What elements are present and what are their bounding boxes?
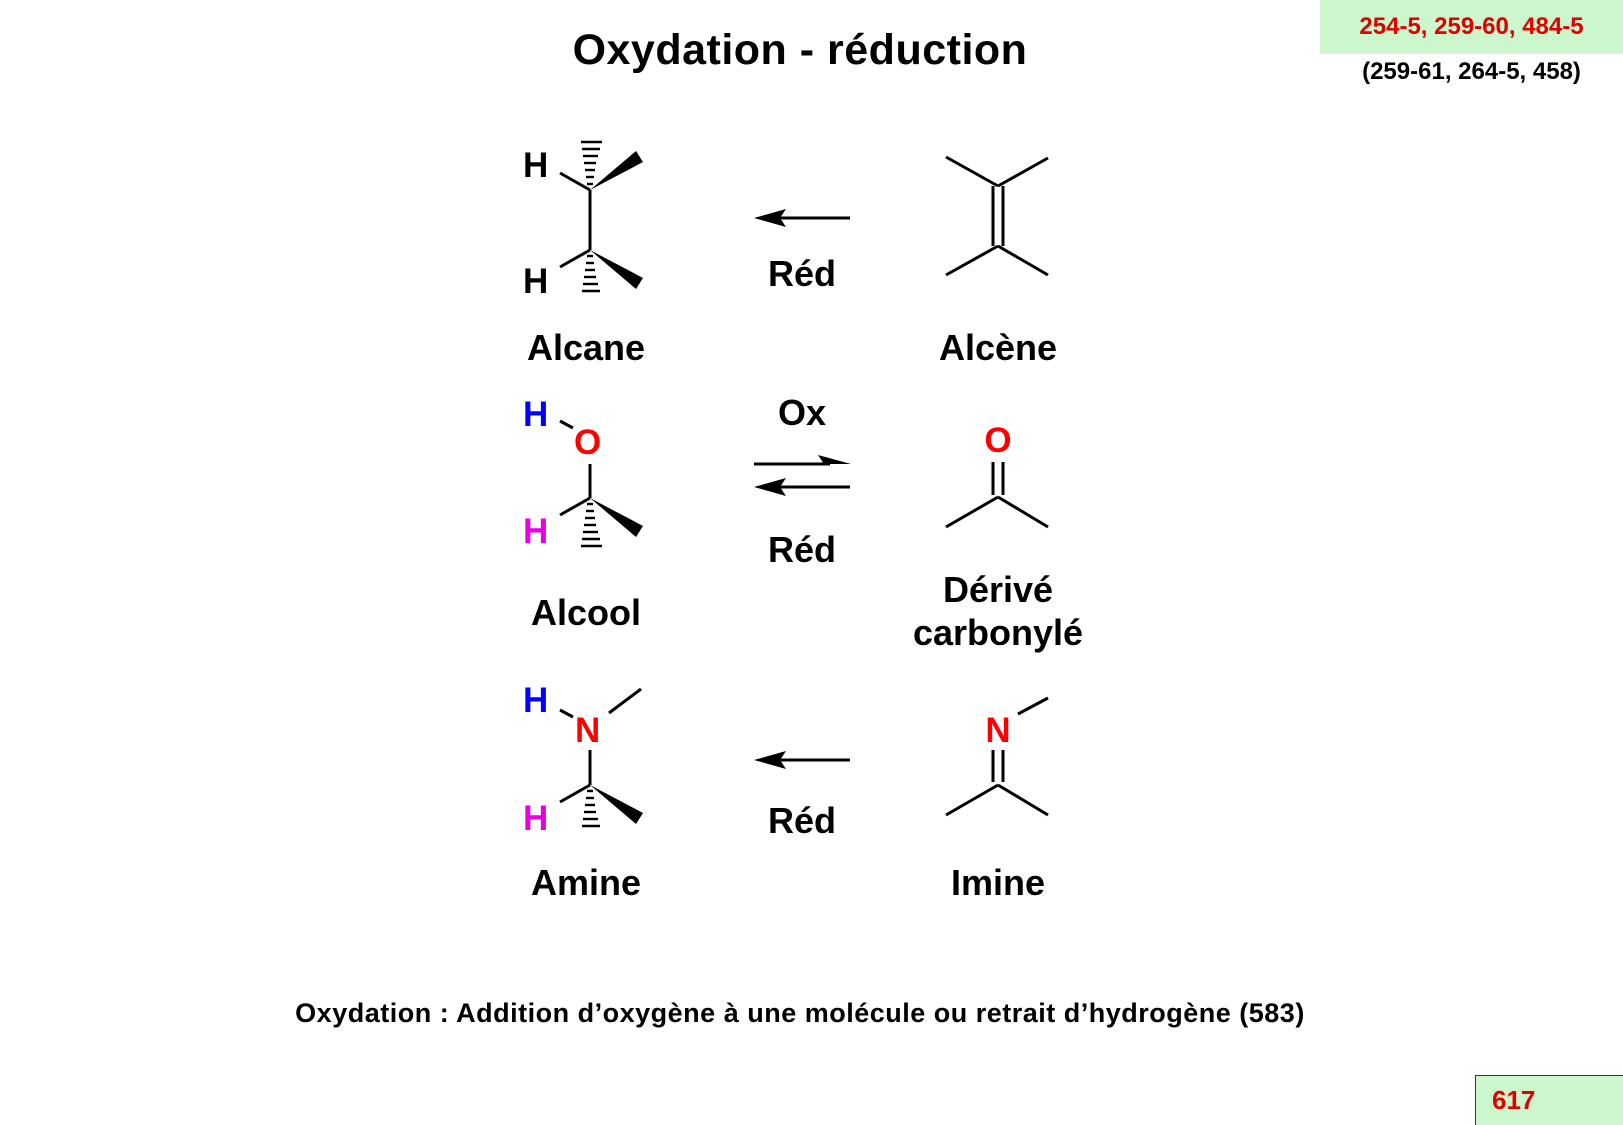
alkane-structure: H H <box>523 140 643 301</box>
nitrogen-atom-label: N <box>985 711 1010 750</box>
imine-label: Imine <box>951 862 1045 903</box>
hashed-bond <box>581 502 602 548</box>
page-number-badge: 617 <box>1475 1075 1623 1125</box>
page-reference-badge: 254-5, 259-60, 484-5 <box>1320 0 1623 54</box>
wedge-bond <box>590 785 643 824</box>
reduction-arrow <box>754 209 850 227</box>
reduction-label: Réd <box>768 253 836 294</box>
oxygen-atom-label: O <box>574 423 601 462</box>
reduction-label: Réd <box>768 529 836 570</box>
secondary-page-reference: (259-61, 264-5, 458) <box>1362 58 1581 85</box>
nitrogen-atom-label: N <box>575 711 600 750</box>
wedge-bond <box>590 151 643 190</box>
amine-label: Amine <box>531 862 641 903</box>
reduction-label: Réd <box>768 800 836 841</box>
oxidation-label: Ox <box>778 392 826 433</box>
definition-footnote: Oxydation : Addition d’oxygène à une mol… <box>295 998 1305 1028</box>
hydrogen-atom-label: H <box>523 512 548 551</box>
oxygen-atom-label: O <box>984 421 1011 460</box>
reduction-arrow <box>754 751 850 769</box>
alkene-label: Alcène <box>939 327 1057 368</box>
hydrogen-atom-label: H <box>523 262 548 301</box>
carbonyl-label-line2: carbonylé <box>913 612 1083 653</box>
hashed-bond <box>582 789 600 828</box>
hydrogen-atom-label: H <box>523 395 548 434</box>
alkene-structure <box>945 155 1049 277</box>
carbonyl-structure: O <box>945 421 1049 529</box>
equilibrium-arrows <box>754 455 851 496</box>
hashed-bond <box>581 140 602 186</box>
hydrogen-atom-label: H <box>523 681 548 720</box>
alcohol-label: Alcool <box>531 592 641 633</box>
hashed-bond <box>582 254 600 293</box>
wedge-bond <box>590 250 643 289</box>
page-title: Oxydation - réduction <box>572 26 1028 74</box>
carbonyl-label-line1: Dérivé <box>943 569 1053 610</box>
alcohol-structure: H O H <box>523 395 643 551</box>
hydrogen-atom-label: H <box>523 146 548 185</box>
wedge-bond <box>590 498 643 537</box>
hydrogen-atom-label: H <box>523 799 548 838</box>
alkane-label: Alcane <box>527 327 645 368</box>
imine-structure: N <box>945 696 1049 817</box>
amine-structure: H N H <box>523 681 643 838</box>
